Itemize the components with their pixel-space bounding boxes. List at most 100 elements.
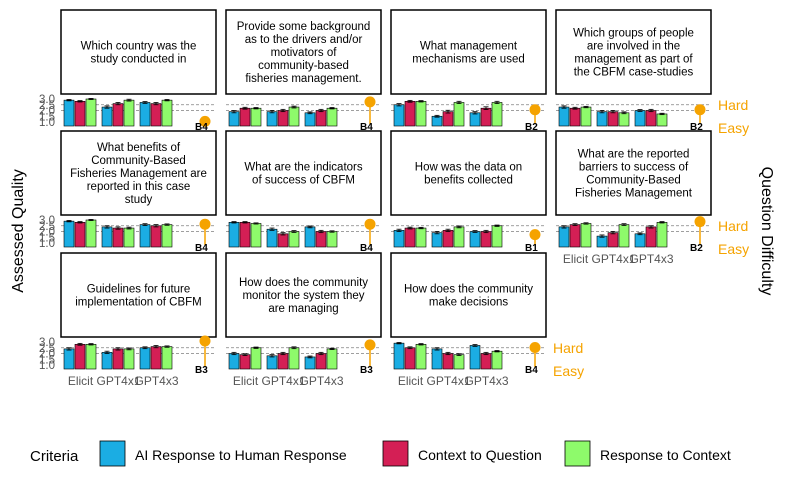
panel-title-line: motivators of (271, 47, 338, 59)
panel-title-box (390, 9, 547, 95)
panel-title-line: make decisions (429, 297, 509, 309)
legend-swatch (382, 440, 409, 467)
y-tick-label: 2.5 (39, 343, 55, 355)
bar (101, 226, 113, 248)
panel-title-box (390, 130, 547, 216)
bar (150, 103, 162, 127)
question-id: B2 (690, 243, 703, 254)
panel-title-box (60, 252, 217, 338)
bar (150, 346, 162, 370)
bar (442, 230, 454, 248)
bar (480, 107, 492, 127)
x-tick-label: Elicit (68, 374, 94, 388)
x-tick-label: GPT4x3 (629, 252, 673, 266)
bar (393, 230, 405, 248)
bar (85, 98, 97, 127)
bar (139, 102, 151, 127)
question-id: B1 (525, 243, 538, 254)
bar (161, 99, 173, 127)
bar (112, 103, 124, 127)
bar (618, 112, 630, 127)
legend-swatch (99, 440, 126, 467)
bar (250, 107, 262, 127)
panel-title-line: reported in this case (87, 181, 191, 193)
bar (161, 224, 173, 248)
panel-title-line: of success of CBFM (252, 175, 355, 187)
bar (415, 343, 427, 370)
bar (618, 224, 630, 248)
bar (453, 102, 465, 127)
panel-title-box (555, 130, 712, 216)
bar (480, 353, 492, 370)
panel-title-line: Provide some background (237, 21, 371, 33)
y-tick-label: 1.5 (39, 354, 55, 366)
bar (480, 231, 492, 248)
panel-title-box (225, 9, 382, 95)
bar (491, 350, 503, 370)
bar (250, 347, 262, 370)
bar (277, 353, 289, 370)
panel-title-box (60, 9, 217, 95)
panel-title-line: study conducted in (91, 54, 187, 66)
panel-title-line: as to the drivers and/or (245, 34, 363, 46)
bar (415, 101, 427, 127)
bar (634, 110, 646, 127)
bar (580, 106, 592, 127)
bar (288, 347, 300, 370)
difficulty-hard-label: Hard (718, 97, 748, 113)
panel-title-line: the CBFM case-studies (574, 67, 694, 79)
bar (607, 111, 619, 127)
bar (404, 227, 416, 248)
bar (112, 227, 124, 248)
question-id: B4 (360, 122, 373, 133)
question-id: B4 (195, 122, 208, 133)
y-tick-label: 2.0 (39, 227, 55, 239)
bar (266, 228, 278, 248)
panel-title-line: How was the data on (415, 162, 522, 174)
bar (431, 348, 443, 370)
bar (634, 233, 646, 248)
difficulty-easy-label: Easy (718, 241, 749, 257)
y-tick-label: 1.5 (39, 111, 55, 123)
x-tick-label: GPT4x1 (261, 374, 305, 388)
panel-title-box (390, 252, 547, 338)
bar (123, 348, 135, 370)
bar (139, 347, 151, 370)
bar (85, 219, 97, 248)
panel-title-line: are managing (268, 303, 338, 315)
question-id: B2 (690, 122, 703, 133)
panel-title-line: What benefits of (97, 142, 181, 154)
bar (288, 106, 300, 127)
bar (304, 226, 316, 248)
panel-title-line: How does the community (404, 284, 533, 296)
question-id: B2 (525, 122, 538, 133)
bar (453, 354, 465, 370)
bar (150, 225, 162, 248)
legend-label: AI Response to Human Response (135, 447, 347, 463)
difficulty-point (529, 104, 541, 116)
bar (250, 223, 262, 248)
bar (228, 353, 240, 370)
bar (645, 110, 657, 127)
panel-title-line: Fisheries Management are (70, 168, 207, 180)
bar (123, 99, 135, 127)
legend-swatch (564, 440, 591, 467)
difficulty-hard-label: Hard (553, 340, 583, 356)
bar (558, 226, 570, 248)
question-id: B4 (525, 365, 538, 376)
y-tick-label: 1.0 (39, 238, 55, 250)
x-tick-label: GPT4x1 (96, 374, 140, 388)
bar (645, 226, 657, 248)
bar (228, 222, 240, 248)
bar (101, 352, 113, 370)
bar (139, 224, 151, 248)
panel-title-line: Fisheries Management (575, 188, 693, 200)
panel-title-line: Community-Based (586, 175, 681, 187)
bar (74, 101, 86, 127)
bar (415, 227, 427, 248)
